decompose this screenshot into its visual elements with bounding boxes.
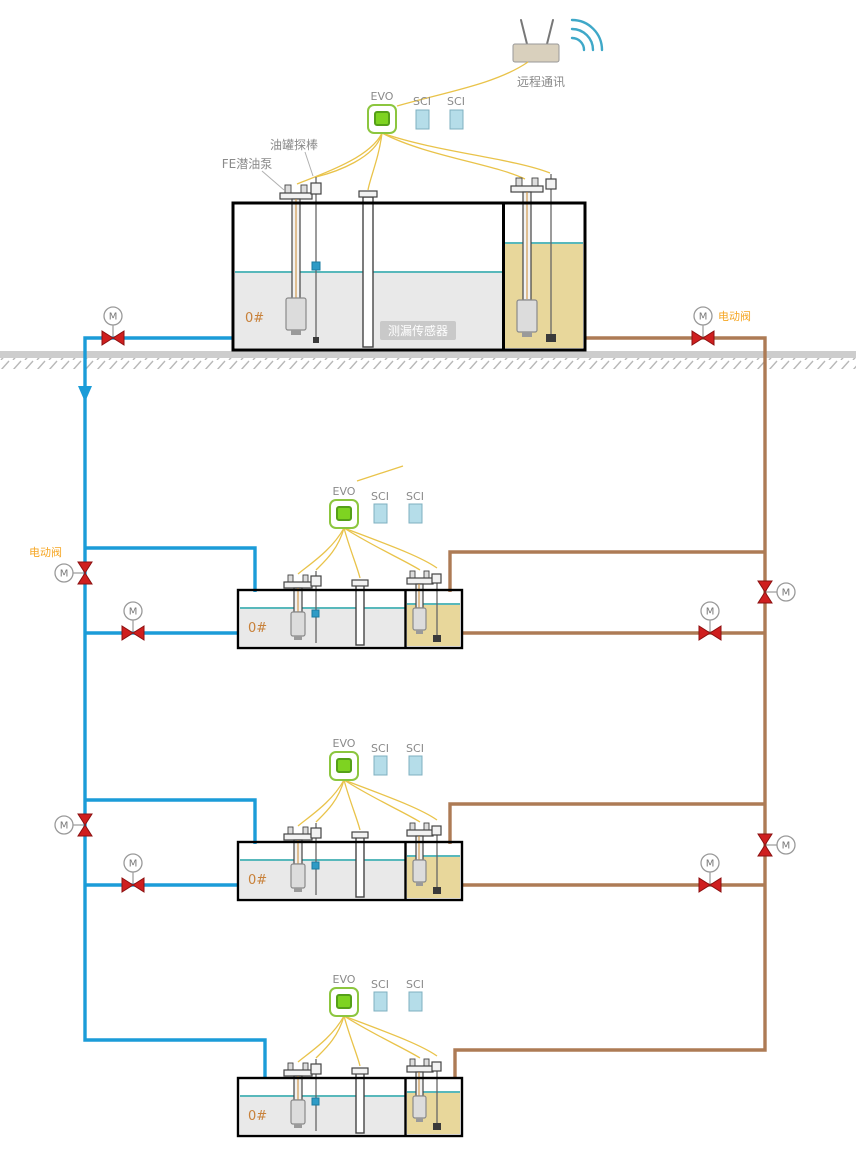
- leak-sensor-tube: [358, 190, 378, 348]
- wifi-signal-icon: [570, 18, 604, 52]
- electric-valve-label: 电动阀: [29, 545, 62, 559]
- tank-probe-callout: 油罐探棒: [270, 138, 318, 152]
- sci-module: [373, 991, 388, 1012]
- motor-valve-supply-surface: M: [101, 306, 125, 346]
- evo-label: EVO: [333, 973, 356, 986]
- signal-wire: [356, 465, 404, 482]
- grade-label: 0#: [245, 311, 264, 326]
- router: [512, 18, 604, 63]
- motor-valve-return-branch-3: M: [698, 853, 722, 893]
- leak-sensor-label: 测漏传感器: [388, 323, 448, 338]
- callout-leader-line: [261, 170, 285, 191]
- underground-tank: [236, 1057, 464, 1138]
- sci-label: SCI: [406, 742, 424, 755]
- sci-label: SCI: [371, 742, 389, 755]
- sci-label: SCI: [406, 490, 424, 503]
- grade-label: 0#: [248, 1109, 267, 1124]
- sci-label: SCI: [371, 490, 389, 503]
- motor-valve-return-riser-3: M: [757, 833, 796, 857]
- supply-pipe-main: [83, 336, 267, 1078]
- tank-probe: [545, 174, 557, 342]
- evo-controller: [329, 499, 359, 529]
- leak-sensor-badge: [380, 321, 456, 340]
- submersible-pump: [279, 184, 313, 335]
- motor-valve-label: M: [699, 312, 708, 323]
- motor-valve-label: M: [129, 859, 138, 870]
- underground-tank: [236, 821, 464, 902]
- sci-module: [373, 755, 388, 776]
- underground-station-3: EVO SCI SCI 0#: [236, 737, 464, 902]
- motor-valve-label: M: [109, 312, 118, 323]
- motor-valve-return-surface: M: [691, 306, 715, 346]
- tank-shell: [231, 201, 587, 352]
- underground-tank: [236, 569, 464, 650]
- grade-label: 0#: [248, 621, 267, 636]
- evo-label: EVO: [333, 485, 356, 498]
- motor-valve-label: M: [706, 607, 715, 618]
- return-pipe-main: [453, 336, 767, 1078]
- motor-valve-label: M: [782, 841, 791, 852]
- motor-valve-label: M: [129, 607, 138, 618]
- return-branch-3-top: [448, 802, 765, 844]
- sci-module: [408, 755, 423, 776]
- electric-valve-label: 电动阀: [718, 309, 751, 323]
- supply-branch-3-top: [85, 798, 257, 844]
- sci-module: [449, 109, 464, 130]
- evo-controller: [329, 987, 359, 1017]
- signal-wires-surface: [296, 61, 551, 191]
- underground-station-4: EVO SCI SCI 0#: [236, 973, 464, 1138]
- motor-valve-label: M: [60, 821, 69, 832]
- remote-comm-label: 远程通讯: [517, 74, 565, 89]
- sci-module: [373, 503, 388, 524]
- sci-label: SCI: [371, 978, 389, 991]
- motor-valve-label: M: [782, 588, 791, 599]
- sci-module: [408, 503, 423, 524]
- evo-controller: [329, 751, 359, 781]
- tank-probe: [310, 177, 322, 343]
- return-branch-2-top: [448, 550, 765, 592]
- motor-valve-supply-riser-2: M: [54, 561, 93, 585]
- supply-pipe-network: [78, 336, 267, 1078]
- supply-branch-2-top: [85, 546, 257, 592]
- motor-valve-return-riser-2: M: [757, 580, 796, 604]
- surface-tank: 0# 测漏传感器: [231, 174, 587, 352]
- flow-arrow-icon: [78, 386, 92, 402]
- evo-label: EVO: [333, 737, 356, 750]
- motor-valve-label: M: [706, 859, 715, 870]
- fe-pump-callout: FE潜油泵: [222, 157, 273, 171]
- submersible-pump: [510, 177, 544, 337]
- motor-valve-supply-riser-3: M: [54, 813, 93, 837]
- evo-label: EVO: [371, 90, 394, 103]
- callout-leader-line: [304, 151, 314, 177]
- motor-valve-supply-branch-3: M: [121, 853, 145, 893]
- grade-label: 0#: [248, 873, 267, 888]
- sci-label: SCI: [413, 95, 431, 108]
- ground-line: [0, 351, 856, 369]
- sci-label: SCI: [447, 95, 465, 108]
- sci-label: SCI: [406, 978, 424, 991]
- underground-station-2: EVO SCI SCI 0#: [236, 485, 464, 650]
- sci-module: [415, 109, 430, 130]
- sci-module: [408, 991, 423, 1012]
- return-pipe-network: [448, 336, 767, 1078]
- motor-valve-return-branch-2: M: [698, 601, 722, 641]
- fuel-compartment: [505, 243, 583, 348]
- motor-valve-supply-branch-2: M: [121, 601, 145, 641]
- evo-controller: [367, 104, 397, 134]
- motor-valve-label: M: [60, 569, 69, 580]
